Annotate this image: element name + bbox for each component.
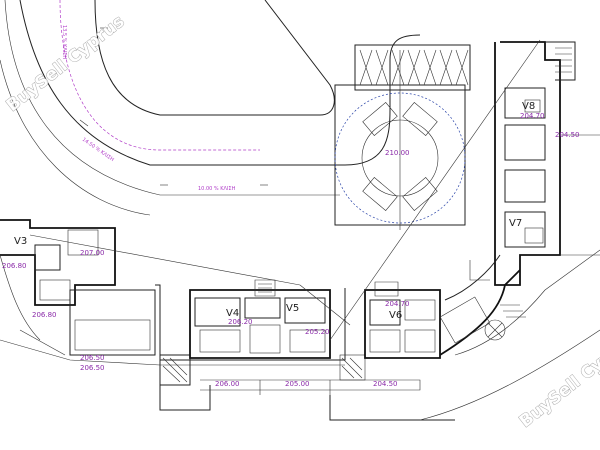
unit-label-v5: V5 [286, 303, 299, 314]
units-v4-v5-building [189, 279, 331, 359]
elevation-v8: 204.70 [520, 112, 545, 120]
unit-label-v7: V7 [509, 218, 522, 229]
elevation-right-upper: 204.50 [555, 131, 580, 139]
elevation-bottom-d: 205.00 [285, 380, 310, 388]
units-v7-v8-building [494, 41, 600, 286]
access-ramp [0, 0, 421, 216]
parking-bays [354, 44, 471, 91]
section-lines [29, 39, 541, 341]
road-slope-curve: 14.50 % ΚΛΙΣΗ [81, 137, 115, 163]
watermark-bottom-right: BuySell Cyprus [516, 328, 600, 432]
elevation-bottom-a: 206.50 [80, 354, 105, 362]
unit-label-v4: V4 [226, 308, 239, 319]
elevation-v4: 206.20 [228, 318, 253, 326]
road-slope-top: 13.5 % ΚΛΙΣΗ [61, 25, 67, 59]
labels: V3 V4 V5 V6 V7 V8 210.00 204.70 204.50 2… [2, 11, 600, 432]
elevation-roundabout: 210.00 [385, 149, 410, 157]
unit-label-v8: V8 [522, 101, 535, 112]
unit-label-v3: V3 [14, 236, 27, 247]
turning-circle [334, 50, 466, 230]
curved-retaining-wall [419, 249, 600, 421]
road-slope-straight: 10.00 % ΚΛΙΣΗ [198, 186, 236, 192]
elevation-v3-a: 206.80 [2, 262, 27, 270]
elevation-v6: 204.70 [385, 300, 410, 308]
elevation-bottom-b: 206.50 [80, 364, 105, 372]
elevation-v5: 205.20 [305, 328, 330, 336]
elevation-v3-b: 207.00 [80, 249, 105, 257]
elevation-left-lower: 206.80 [32, 311, 57, 319]
elevation-bottom-e: 204.50 [373, 380, 398, 388]
lower-terraces [0, 284, 455, 421]
unit-label-v6: V6 [389, 310, 402, 321]
elevation-bottom-c: 206.00 [215, 380, 240, 388]
unit-v6-building [364, 281, 441, 359]
